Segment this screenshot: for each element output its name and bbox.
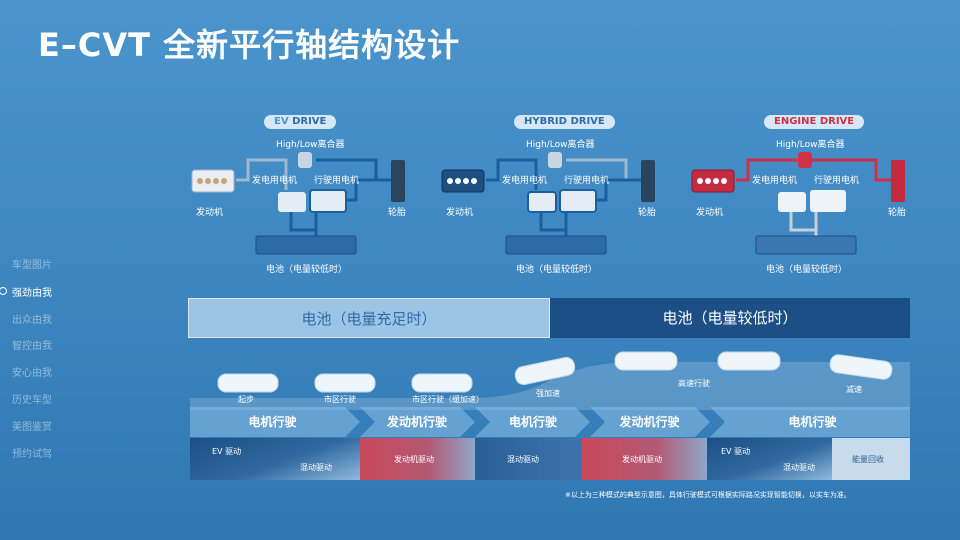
generator-motor-label: 发电用电机 [752, 176, 798, 186]
clutch-label: High/Low离合器 [776, 140, 845, 150]
cell-label: 混动驱动 [507, 455, 539, 464]
road-label-strong-accel: 强加速 [536, 389, 560, 398]
sidebar-item-gallery[interactable]: 美图鉴赏 [12, 422, 52, 433]
cell-engine-2: 发动机驱动 [582, 438, 707, 480]
battery-label: 电池（电量较低时） [766, 265, 848, 275]
battery-label: 电池（电量较低时） [516, 265, 598, 275]
road-illustration [190, 351, 910, 410]
sidebar-item-history-models[interactable]: 历史车型 [12, 395, 52, 406]
car-icon [717, 351, 781, 371]
cell-label: 混动驱动 [300, 463, 332, 472]
engine-label: 发动机 [696, 208, 724, 218]
segment-engine-2: 发动机行驶 [619, 415, 680, 429]
cell-ev-hybrid-2: EV 驱动 混动驱动 [707, 438, 832, 480]
hybrid-drive-badge: HYBRID DRIVE [514, 115, 615, 129]
drive-motor-label: 行驶用电机 [814, 176, 860, 186]
engine-drive-diagram: ENGINE DRIVE High/Low离合器 发电用电机 行驶用电机 发动机… [686, 110, 926, 280]
tire-label: 轮胎 [638, 208, 657, 218]
engine-drive-schematic [691, 152, 905, 255]
ev-drive-schematic [191, 152, 405, 255]
car-icon [411, 373, 473, 393]
sidebar-item-smart-control[interactable]: 智控由我 [12, 341, 52, 352]
page-title: E–CVT 全新平行轴结构设计 [38, 26, 461, 64]
hybrid-drive-diagram: HYBRID DRIVE High/Low离合器 发电用电机 行驶用电机 发动机… [436, 110, 676, 280]
road-label-city: 市区行驶 [324, 395, 356, 404]
car-icon [314, 373, 376, 393]
sidebar-item-power[interactable]: 强劲由我 [12, 288, 52, 299]
cell-ev-hybrid-1: EV 驱动 混动驱动 [190, 438, 360, 480]
road-scene: 起步 市区行驶 市区行驶（缓加速） 强加速 高速行驶 减速 [190, 350, 910, 410]
cell-label: 发动机驱动 [622, 455, 662, 464]
sidebar-item-test-drive[interactable]: 预约试驾 [12, 449, 52, 460]
engine-label: 发动机 [446, 208, 474, 218]
segment-engine-1: 发动机行驶 [386, 415, 447, 429]
battery-low-band: 电池（电量较低时） [550, 298, 910, 338]
cell-label: 混动驱动 [783, 463, 815, 472]
tire-label: 轮胎 [888, 208, 907, 218]
drive-motor-label: 行驶用电机 [314, 176, 360, 186]
drive-mode-cells: EV 驱动 混动驱动 发动机驱动 混动驱动 发动机驱动 EV 驱动 混动驱动 能… [190, 438, 910, 480]
footnote: ※以上为三种模式的典型示意图，具体行驶模式可根据实际路况实现智能切换，以实车为准… [565, 491, 851, 499]
road-label-city-slow-accel: 市区行驶（缓加速） [412, 395, 484, 404]
cell-label: 发动机驱动 [394, 455, 434, 464]
car-icon [614, 351, 678, 371]
segment-motor-2: 电机行驶 [508, 415, 557, 429]
generator-motor-label: 发电用电机 [502, 176, 548, 186]
cell-label: 能量回收 [852, 455, 884, 464]
car-icon [217, 373, 279, 393]
segment-motor-3: 电机行驶 [788, 415, 837, 429]
cell-hybrid-1: 混动驱动 [475, 438, 582, 480]
cell-energy-recovery: 能量回收 [832, 438, 910, 480]
battery-sufficient-band: 电池（电量充足时） [188, 298, 550, 338]
active-indicator-icon [0, 287, 7, 295]
tire-label: 轮胎 [388, 208, 407, 218]
drive-mode-timeline: 电机行驶 发动机行驶 电机行驶 发动机行驶 电机行驶 [190, 407, 910, 437]
road-label-decelerate: 减速 [846, 385, 862, 394]
road-label-highway: 高速行驶 [678, 379, 710, 388]
cell-label: EV 驱动 [721, 447, 751, 456]
cell-label: EV 驱动 [212, 447, 242, 456]
engine-drive-badge: ENGINE DRIVE [764, 115, 865, 129]
car-icon [829, 354, 893, 380]
timeline-arrows [190, 407, 910, 437]
hybrid-drive-schematic [441, 152, 655, 255]
sidebar-item-safety[interactable]: 安心由我 [12, 368, 52, 379]
clutch-label: High/Low离合器 [276, 140, 345, 150]
engine-label: 发动机 [196, 208, 224, 218]
battery-label: 电池（电量较低时） [266, 265, 348, 275]
clutch-label: High/Low离合器 [526, 140, 595, 150]
segment-motor-1: 电机行驶 [248, 415, 297, 429]
ev-drive-diagram: EV DRIVE High/Low离合器 发电用电机 行驶用电机 发动机 轮胎 … [186, 110, 426, 280]
cell-engine-1: 发动机驱动 [360, 438, 475, 480]
sidebar-item-outstanding[interactable]: 出众由我 [12, 315, 52, 326]
generator-motor-label: 发电用电机 [252, 176, 298, 186]
road-label-start: 起步 [238, 395, 254, 404]
sidebar-item-car-images[interactable]: 车型图片 [12, 260, 52, 271]
ev-drive-badge: EV DRIVE [264, 115, 337, 129]
drive-motor-label: 行驶用电机 [564, 176, 610, 186]
car-icon [514, 356, 576, 386]
